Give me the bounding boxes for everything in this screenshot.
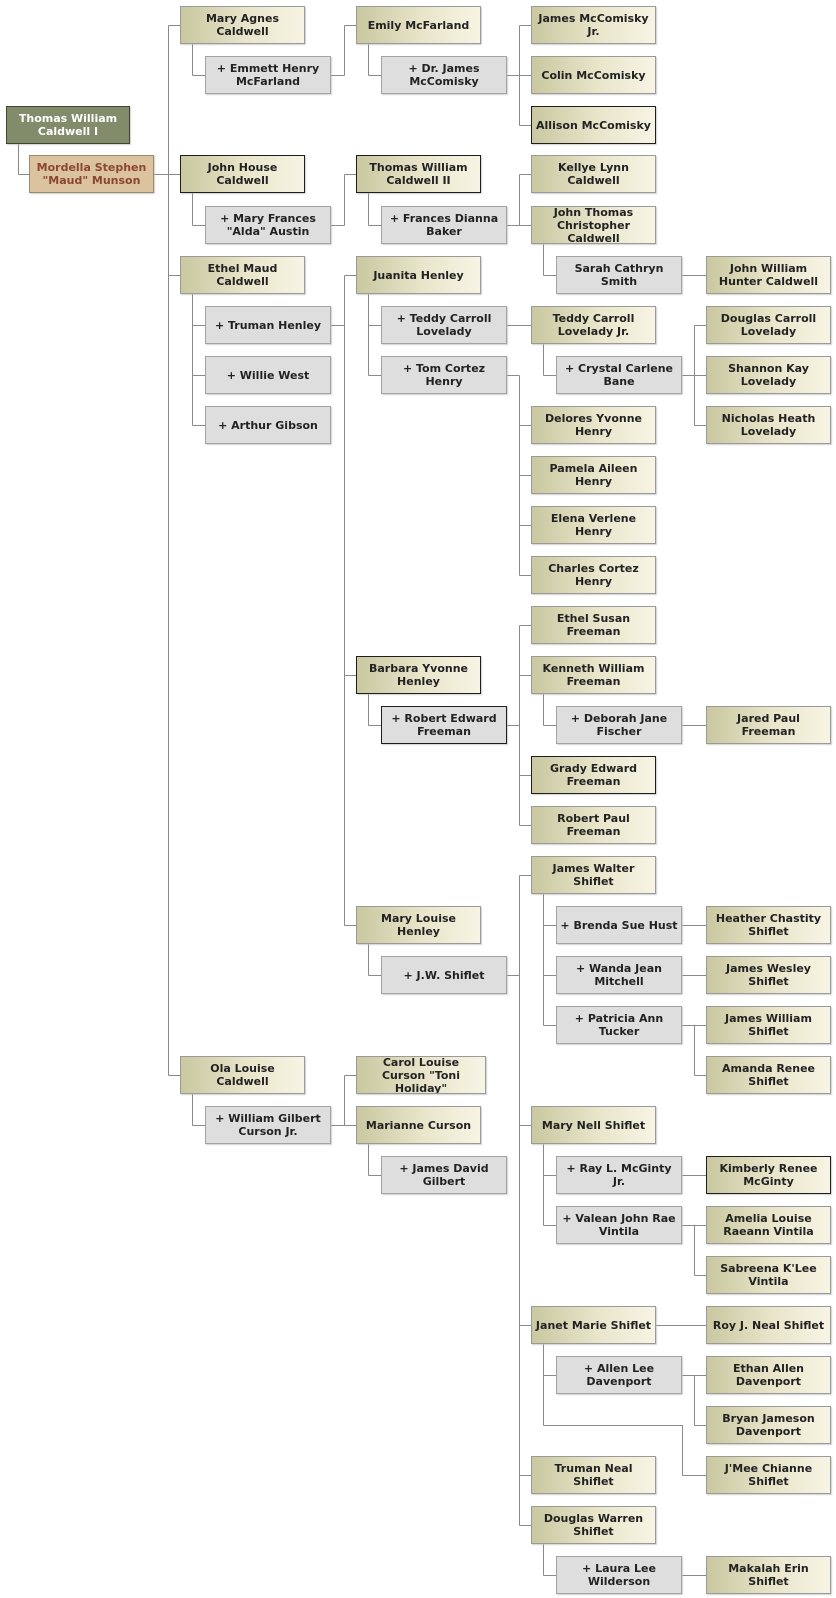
person-box-john-house-caldwell: John House Caldwell — [180, 155, 305, 193]
spouse-box-valean-john-rae-vintila: + Valean John Rae Vintila — [556, 1206, 682, 1244]
spouse-box-j-w-shiflet: + J.W. Shiflet — [381, 956, 507, 994]
person-box-bryan-jameson-davenport: Bryan Jameson Davenport — [706, 1406, 831, 1444]
person-box-juanita-henley: Juanita Henley — [356, 256, 481, 294]
person-box-james-walter-shiflet: James Walter Shiflet — [531, 856, 656, 894]
person-box-ola-louise-caldwell: Ola Louise Caldwell — [180, 1056, 305, 1094]
spouse-box-william-gilbert-curson-jr: + William Gilbert Curson Jr. — [205, 1106, 331, 1144]
spouse-box-emmett-henry-mcfarland: + Emmett Henry McFarland — [205, 56, 331, 94]
person-box-mary-agnes-caldwell: Mary Agnes Caldwell — [180, 6, 305, 44]
person-box-nicholas-heath-lovelady: Nicholas Heath Lovelady — [706, 406, 831, 444]
spouse-box-crystal-carlene-bane: + Crystal Carlene Bane — [556, 356, 682, 394]
spouse-box-dr-james-mccomisky: + Dr. James McComisky — [381, 56, 507, 94]
spouse-box-ray-l-mcginty-jr: + Ray L. McGinty Jr. — [556, 1156, 682, 1194]
spouse-box-willie-west: + Willie West — [205, 356, 331, 394]
person-box-thomas-william-caldwell-i: Thomas William Caldwell I — [6, 106, 130, 144]
spouse-box-mordella-stephen-maud-munson: Mordella Stephen "Maud" Munson — [29, 155, 154, 193]
person-box-pamela-aileen-henry: Pamela Aileen Henry — [531, 456, 656, 494]
spouse-box-frances-dianna-baker: + Frances Dianna Baker — [381, 206, 507, 244]
person-box-janet-marie-shiflet: Janet Marie Shiflet — [531, 1306, 656, 1344]
spouse-box-tom-cortez-henry: + Tom Cortez Henry — [381, 356, 507, 394]
person-box-robert-paul-freeman: Robert Paul Freeman — [531, 806, 656, 844]
person-box-delores-yvonne-henry: Delores Yvonne Henry — [531, 406, 656, 444]
person-box-ethel-susan-freeman: Ethel Susan Freeman — [531, 606, 656, 644]
person-box-kellye-lynn-caldwell: Kellye Lynn Caldwell — [531, 155, 656, 193]
person-box-douglas-warren-shiflet: Douglas Warren Shiflet — [531, 1506, 656, 1544]
spouse-box-arthur-gibson: + Arthur Gibson — [205, 406, 331, 444]
person-box-roy-j-neal-shiflet: Roy J. Neal Shiflet — [706, 1306, 831, 1344]
person-box-thomas-william-caldwell-ii: Thomas William Caldwell II — [356, 155, 481, 193]
person-box-mary-nell-shiflet: Mary Nell Shiflet — [531, 1106, 656, 1144]
person-box-ethan-allen-davenport: Ethan Allen Davenport — [706, 1356, 831, 1394]
person-box-james-wesley-shiflet: James Wesley Shiflet — [706, 956, 831, 994]
person-box-kimberly-renee-mcginty: Kimberly Renee McGinty — [706, 1156, 831, 1194]
person-box-amelia-louise-raeann-vintila: Amelia Louise Raeann Vintila — [706, 1206, 831, 1244]
person-box-marianne-curson: Marianne Curson — [356, 1106, 481, 1144]
person-box-grady-edward-freeman: Grady Edward Freeman — [531, 756, 656, 794]
spouse-box-teddy-carroll-lovelady: + Teddy Carroll Lovelady — [381, 306, 507, 344]
person-box-john-thomas-christopher-caldwell: John Thomas Christopher Caldwell — [531, 206, 656, 244]
spouse-box-patricia-ann-tucker: + Patricia Ann Tucker — [556, 1006, 682, 1044]
spouse-box-laura-lee-wilderson: + Laura Lee Wilderson — [556, 1556, 682, 1594]
person-box-truman-neal-shiflet: Truman Neal Shiflet — [531, 1456, 656, 1494]
spouse-box-deborah-jane-fischer: + Deborah Jane Fischer — [556, 706, 682, 744]
person-box-allison-mccomisky: Allison McComisky — [531, 106, 656, 144]
spouse-box-allen-lee-davenport: + Allen Lee Davenport — [556, 1356, 682, 1394]
spouse-box-james-david-gilbert: + James David Gilbert — [381, 1156, 507, 1194]
person-box-kenneth-william-freeman: Kenneth William Freeman — [531, 656, 656, 694]
spouse-box-mary-frances-alda-austin: + Mary Frances "Alda" Austin — [205, 206, 331, 244]
person-box-james-mccomisky-jr: James McComisky Jr. — [531, 6, 656, 44]
person-box-james-william-shiflet: James William Shiflet — [706, 1006, 831, 1044]
person-box-heather-chastity-shiflet: Heather Chastity Shiflet — [706, 906, 831, 944]
person-box-amanda-renee-shiflet: Amanda Renee Shiflet — [706, 1056, 831, 1094]
person-box-jared-paul-freeman: Jared Paul Freeman — [706, 706, 831, 744]
person-box-teddy-carroll-lovelady-jr: Teddy Carroll Lovelady Jr. — [531, 306, 656, 344]
person-box-charles-cortez-henry: Charles Cortez Henry — [531, 556, 656, 594]
person-box-douglas-carroll-lovelady: Douglas Carroll Lovelady — [706, 306, 831, 344]
person-box-shannon-kay-lovelady: Shannon Kay Lovelady — [706, 356, 831, 394]
spouse-box-robert-edward-freeman: + Robert Edward Freeman — [381, 706, 507, 744]
person-box-ethel-maud-caldwell: Ethel Maud Caldwell — [180, 256, 305, 294]
person-box-sabreena-k-lee-vintila: Sabreena K'Lee Vintila — [706, 1256, 831, 1294]
person-box-colin-mccomisky: Colin McComisky — [531, 56, 656, 94]
spouse-box-truman-henley: + Truman Henley — [205, 306, 331, 344]
spouse-box-brenda-sue-hust: + Brenda Sue Hust — [556, 906, 682, 944]
person-box-makalah-erin-shiflet: Makalah Erin Shiflet — [706, 1556, 831, 1594]
spouse-box-wanda-jean-mitchell: + Wanda Jean Mitchell — [556, 956, 682, 994]
person-box-j-mee-chianne-shiflet: J'Mee Chianne Shiflet — [706, 1456, 831, 1494]
person-box-mary-louise-henley: Mary Louise Henley — [356, 906, 481, 944]
person-box-emily-mcfarland: Emily McFarland — [356, 6, 481, 44]
spouse-box-sarah-cathryn-smith: Sarah Cathryn Smith — [556, 256, 682, 294]
person-box-john-william-hunter-caldwell: John William Hunter Caldwell — [706, 256, 831, 294]
person-box-carol-louise-curson-toni-holiday: Carol Louise Curson "Toni Holiday" — [356, 1056, 486, 1094]
person-box-elena-verlene-henry: Elena Verlene Henry — [531, 506, 656, 544]
person-box-barbara-yvonne-henley: Barbara Yvonne Henley — [356, 656, 481, 694]
